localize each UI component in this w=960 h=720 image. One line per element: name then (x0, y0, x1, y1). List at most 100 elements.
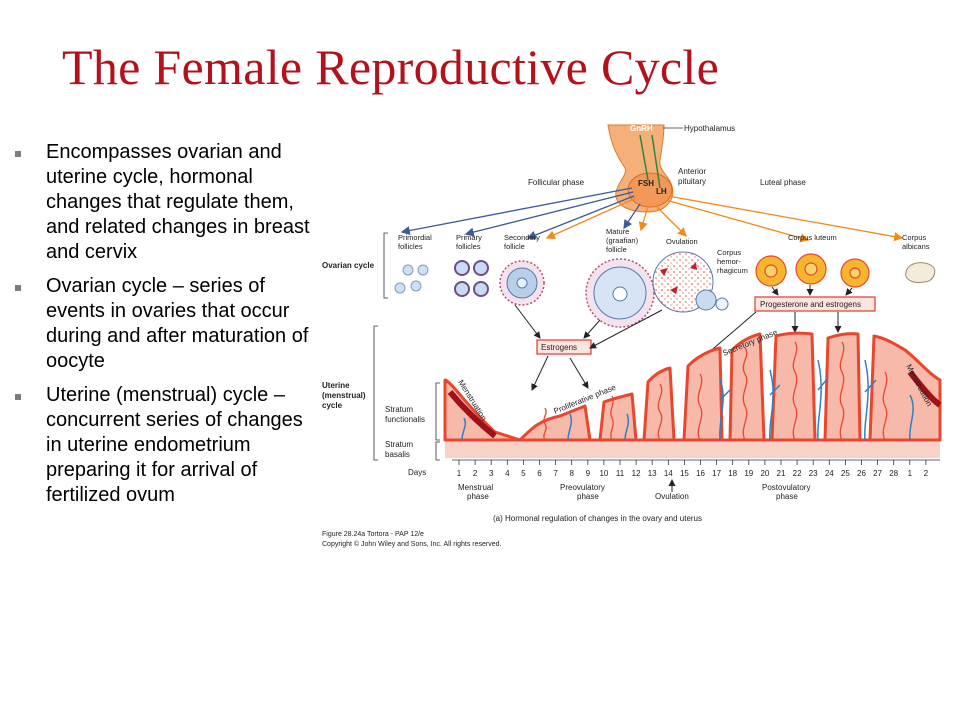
progesterone-estrogens-box (754, 296, 876, 312)
day-number: 20 (760, 469, 769, 478)
fsh-label: FSH (638, 179, 654, 188)
follicle-label: follicle (606, 245, 627, 254)
anterior-pituitary-label: Anterior (678, 167, 706, 176)
day-number: 13 (648, 469, 657, 478)
primordial-follicles (394, 264, 429, 294)
primary-follicles (454, 260, 489, 297)
day-number: 19 (744, 469, 753, 478)
bullet-square-icon (15, 285, 21, 291)
bullet-text: Uterine (menstrual) cycle – concurrent s… (46, 384, 303, 506)
follicle-label: follicle (504, 242, 525, 251)
day-number: 2 (473, 469, 478, 478)
ovarian-cycle-label: Ovarian cycle (322, 261, 375, 270)
follicle-label: Primary (456, 233, 482, 242)
corpus-hemorrhagicum-label: hemor- (717, 257, 741, 266)
day-number: 15 (680, 469, 689, 478)
postovulatory-phase-label: phase (776, 492, 798, 501)
day-number: 12 (632, 469, 641, 478)
postovulatory-phase-label: Postovulatory (762, 483, 810, 492)
stratum-basalis (445, 440, 940, 458)
figure-caption: (a) Hormonal regulation of changes in th… (493, 514, 702, 523)
ovulation-day-label: Ovulation (655, 492, 689, 501)
corpus-luteum-label: Corpus luteum (788, 233, 837, 242)
anterior-pituitary-label: pituitary (678, 177, 706, 186)
menstruation-bleed (447, 390, 497, 439)
days-label: Days (408, 468, 426, 477)
bullet-item: Uterine (menstrual) cycle – concurrent s… (10, 383, 310, 508)
figure-credit: Figure 28.24a Tortora - PAP 12/e (322, 531, 424, 538)
day-number: 22 (793, 469, 802, 478)
slide-title: The Female Reproductive Cycle (62, 39, 720, 95)
bullet-list: Encompasses ovarian and uterine cycle, h… (10, 140, 310, 517)
day-number: 3 (489, 469, 494, 478)
corpus-albicans (905, 262, 936, 283)
hypothalamus-pituitary (607, 124, 674, 213)
day-number: 11 (616, 469, 625, 478)
follicle-label: follicles (398, 242, 423, 251)
day-number: 27 (873, 469, 882, 478)
corpus-albicans-label: Corpus (902, 233, 926, 242)
endometrium-functionalis (443, 331, 942, 442)
hypothalamus-label: Hypothalamus (684, 124, 735, 133)
preovulatory-phase-label: phase (577, 492, 599, 501)
stratum-functionalis-label: functionalis (385, 415, 425, 424)
day-number: 21 (777, 469, 786, 478)
corpus-hemorrhagicum-label: rhagicum (717, 266, 748, 275)
day-number: 26 (857, 469, 866, 478)
day-number: 24 (825, 469, 834, 478)
luteal-phase-label: Luteal phase (760, 178, 806, 187)
mature-follicle (585, 258, 655, 328)
secondary-follicle (499, 260, 545, 306)
day-number: 18 (728, 469, 737, 478)
stratum-basalis-label: basalis (385, 450, 410, 459)
uterine-cycle-label: Uterine (322, 381, 350, 390)
day-number: 8 (569, 469, 574, 478)
day-number: 4 (505, 469, 510, 478)
bullet-square-icon (15, 394, 21, 400)
lh-label: LH (656, 187, 667, 196)
fsh-arrows (400, 187, 904, 243)
day-number: 2 (924, 469, 929, 478)
stratum-functionalis-label: Stratum (385, 405, 413, 414)
day-number: 28 (889, 469, 898, 478)
corpus-albicans-label: albicans (902, 242, 930, 251)
figure-copyright: Copyright © John Wiley and Sons, Inc. Al… (322, 540, 502, 548)
estrogens-label: Estrogens (541, 343, 577, 352)
day-number: 25 (841, 469, 850, 478)
day-number: 10 (599, 469, 608, 478)
follicle-label: Secondary (504, 233, 540, 242)
day-number: 7 (553, 469, 558, 478)
uterine-cycle-label: cycle (322, 401, 343, 410)
spiral-arteries (461, 359, 914, 441)
menstruation-bleed (907, 370, 942, 408)
day-number: 23 (809, 469, 818, 478)
day-number: 1 (908, 469, 913, 478)
progesterone-estrogens-label: Progesterone and estrogens (760, 300, 861, 309)
corpus-hemorrhagicum-label: Corpus (717, 248, 741, 257)
bullet-item: Ovarian cycle – series of events in ovar… (10, 274, 310, 374)
reproductive-cycle-figure: GnRH Hypothalamus FSH LH Anterior pituit… (322, 124, 942, 548)
menstrual-phase-label: Menstrual (458, 483, 493, 492)
bullet-square-icon (15, 151, 21, 157)
day-number: 1 (457, 469, 462, 478)
bullet-item: Encompasses ovarian and uterine cycle, h… (10, 140, 310, 265)
corpus-luteum (755, 253, 870, 288)
stratum-basalis-label: Stratum (385, 440, 413, 449)
menstrual-phase-label: phase (467, 492, 489, 501)
day-number: 9 (586, 469, 591, 478)
follicle-label: follicles (456, 242, 481, 251)
follicle-label: Primordial (398, 233, 432, 242)
gnrh-label: GnRH (630, 124, 653, 133)
day-number: 5 (521, 469, 526, 478)
day-number: 17 (712, 469, 721, 478)
bullet-text: Encompasses ovarian and uterine cycle, h… (46, 141, 310, 263)
follicle-label: (graafian) (606, 236, 639, 245)
preovulatory-phase-label: Preovulatory (560, 483, 605, 492)
follicle-label: Mature (606, 227, 629, 236)
day-number: 16 (696, 469, 705, 478)
bullet-text: Ovarian cycle – series of events in ovar… (46, 275, 309, 372)
follicle-label: Ovulation (666, 237, 698, 246)
follicular-phase-label: Follicular phase (528, 178, 585, 187)
uterine-glands (543, 341, 888, 441)
